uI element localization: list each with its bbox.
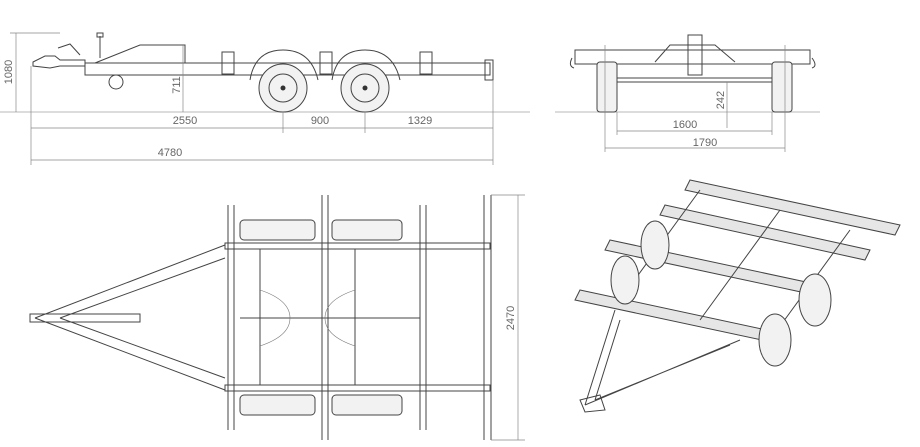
dim-track-width: 1600 [673, 119, 697, 131]
stake-1 [221, 51, 235, 75]
dim-overall-width-wheels: 1790 [693, 137, 717, 149]
dim-rear-overhang: 1329 [408, 115, 432, 127]
isometric-view [574, 179, 901, 413]
iso-wheel-3 [798, 273, 832, 327]
dim-front-to-axle: 2550 [173, 115, 197, 127]
top-view [29, 194, 525, 441]
front-view [555, 34, 820, 152]
dim-drawbar-height: 711 [171, 76, 183, 94]
dim-overall-length: 4780 [158, 147, 182, 159]
drawbar-plate [94, 44, 186, 64]
stake-2 [319, 51, 333, 75]
side-view [0, 32, 530, 165]
iso-wheel-4 [758, 313, 792, 367]
jockey-wheel [108, 74, 124, 90]
top-wheel-3 [239, 394, 316, 416]
top-wheel-1 [239, 219, 316, 241]
dim-overall-height: 1080 [3, 60, 15, 84]
front-right-wheel [771, 61, 793, 113]
top-wheel-2 [331, 219, 403, 241]
rear-light [484, 59, 494, 81]
dim-overall-width: 2470 [505, 306, 517, 330]
stake-3 [419, 51, 433, 75]
iso-wheel-1 [640, 220, 670, 270]
top-wheel-4 [331, 394, 403, 416]
front-left-wheel [596, 61, 618, 113]
side-wheel-rear [331, 49, 401, 113]
dim-axle-spacing: 900 [311, 115, 329, 127]
dim-ground-clearance: 242 [715, 91, 727, 109]
iso-wheel-2 [610, 255, 640, 305]
coupling-icon [32, 32, 104, 69]
side-wheel-front [249, 49, 319, 113]
